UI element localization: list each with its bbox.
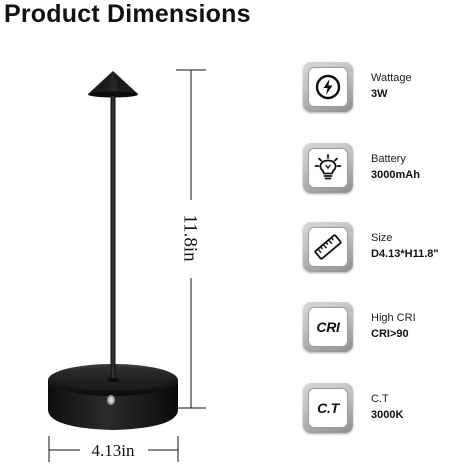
lamp-illustration — [48, 69, 206, 462]
spec-label: Battery — [371, 153, 406, 165]
lamp-pole — [110, 96, 116, 368]
ct-icon: C.T — [317, 400, 339, 416]
spec-value: 3000mAh — [371, 169, 420, 181]
spec-label: Wattage — [371, 72, 412, 84]
page-title: Product Dimensions — [4, 0, 251, 28]
spec-value: 3W — [371, 88, 388, 100]
spec-size: Size D4.13*H11.8" — [303, 222, 452, 272]
spec-tile: C.T — [303, 383, 353, 433]
spec-value: D4.13*H11.8" — [371, 248, 439, 260]
width-dimension-line — [48, 436, 179, 462]
lightbulb-icon — [314, 154, 342, 180]
spec-tile: CRI — [303, 302, 353, 352]
spec-label: C.T — [371, 393, 389, 405]
ruler-icon — [314, 234, 342, 260]
spec-wattage: Wattage 3W — [303, 62, 452, 112]
spec-cri: CRI High CRI CRI>90 — [303, 302, 452, 352]
height-dimension-line — [176, 69, 206, 409]
spec-label: High CRI — [371, 312, 416, 324]
width-dimension-label: 4.13in — [91, 441, 135, 460]
spec-value: 3000K — [371, 409, 404, 421]
height-dimension-label: 11.8in — [180, 214, 202, 262]
spec-tile — [303, 222, 353, 272]
spec-label: Size — [371, 232, 393, 244]
spec-color-temperature: C.T C.T 3000K — [303, 383, 452, 433]
spec-tile — [303, 62, 353, 112]
spec-tile — [303, 143, 353, 193]
spec-value: CRI>90 — [371, 328, 409, 340]
spec-battery: Battery 3000mAh — [303, 143, 452, 193]
lightning-bolt-icon — [315, 74, 341, 100]
cri-icon: CRI — [316, 319, 340, 335]
